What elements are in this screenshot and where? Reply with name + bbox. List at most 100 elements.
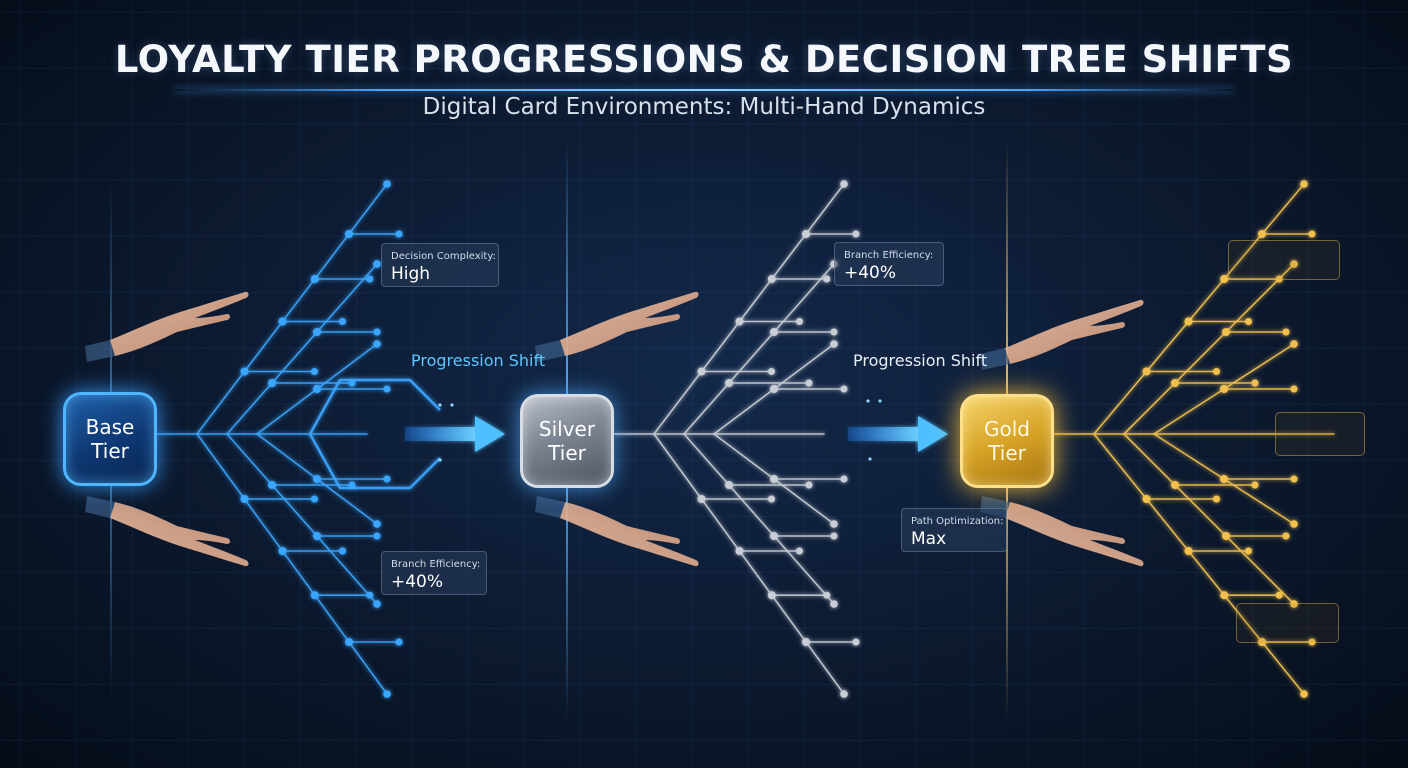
tree-leaf (339, 547, 346, 555)
gold-placeholder-card-2 (1275, 412, 1365, 456)
silver-tier-label-line1: Silver (538, 417, 596, 441)
spark-dot (866, 399, 870, 403)
tree-leaf (1282, 532, 1290, 540)
branch-efficiency-silver-card: Branch Efficiency: +40% (834, 242, 944, 286)
tree-leaf (830, 328, 838, 336)
tree-leaf (852, 230, 860, 238)
tree-node (240, 367, 249, 376)
base-tier-node: Base Tier (63, 392, 157, 486)
tree-leaf (830, 600, 838, 608)
hand-icon-gold-top (980, 299, 1144, 370)
progression-arrow-2 (848, 416, 948, 452)
tree-node (767, 591, 776, 600)
tree-node (345, 230, 353, 238)
tree-leaf (373, 340, 381, 348)
hand-icon-base-bottom (85, 496, 249, 567)
gold-placeholder-card-1 (1228, 240, 1340, 280)
tree-leaf (1290, 340, 1298, 348)
diagram-subtitle: Digital Card Environments: Multi-Hand Dy… (422, 94, 986, 120)
silver-tier-node: Silver Tier (520, 394, 614, 488)
tree-leaf (1245, 547, 1252, 555)
tree-leaf (395, 638, 403, 646)
tree-leaf (366, 275, 374, 283)
tree-node (1171, 379, 1179, 387)
tree-leaf (1290, 260, 1298, 268)
branch-efficiency-base-card: Branch Efficiency: +40% (381, 551, 487, 595)
tree-leaf (311, 495, 318, 503)
tree-leaf (383, 180, 391, 188)
tree-node (278, 317, 287, 326)
gold-decision-tree (1053, 180, 1335, 698)
tree-node (1222, 532, 1230, 540)
tree-node (1171, 481, 1179, 489)
tree-leaf (383, 475, 391, 483)
tree-leaf (1251, 379, 1259, 387)
tree-node (770, 475, 778, 483)
path-optimization-card: Path Optimization: Max (901, 508, 1007, 552)
spark-dot (438, 403, 442, 407)
tree-leaf (373, 328, 381, 336)
tree-leaf (796, 318, 803, 325)
tree-node (767, 275, 776, 283)
hand-icon-base-top (85, 291, 249, 362)
diagram-title: LOYALTY TIER PROGRESSIONS & DECISION TRE… (114, 38, 1294, 81)
tree-leaf (1290, 520, 1298, 528)
tree-leaf (1308, 638, 1316, 646)
tree-leaf (395, 230, 403, 238)
branch-efficiency-silver-value: +40% (844, 263, 897, 283)
tree-node (1220, 475, 1228, 483)
tree-node (735, 547, 744, 555)
tree-leaf (1275, 591, 1283, 599)
tree-leaf (1245, 318, 1252, 325)
tree-leaf (1300, 180, 1308, 188)
tree-node (1142, 367, 1151, 376)
tree-node (1184, 317, 1193, 326)
tree-node (802, 638, 810, 646)
base-tier-label-line1: Base (85, 415, 135, 439)
tree-node (268, 481, 276, 489)
tree-leaf (1282, 328, 1290, 336)
decision-complexity-label: Decision Complexity: (391, 251, 496, 262)
tree-node (268, 379, 276, 387)
tree-node (313, 475, 321, 483)
gold-tier-label-line1: Gold (984, 417, 1030, 441)
tree-leaf (805, 379, 813, 387)
tree-node (1142, 495, 1151, 503)
tree-node (313, 532, 321, 540)
hand-icon-silver-top (535, 291, 699, 362)
progression-arrow-1 (405, 416, 505, 452)
tree-node (735, 317, 744, 326)
base-tier-label-line2: Tier (91, 439, 129, 463)
tree-leaf (339, 318, 346, 325)
tree-leaf (840, 385, 848, 393)
tree-leaf (348, 481, 356, 489)
tree-node (1220, 275, 1229, 283)
hand-icon-silver-bottom (535, 496, 699, 567)
tree-leaf (383, 385, 391, 393)
tree-leaf (1213, 495, 1220, 503)
tree-leaf (373, 260, 381, 268)
tree-node (770, 532, 778, 540)
silver-decision-tree (613, 180, 860, 698)
progression-shift-label-1: Progression Shift (411, 351, 546, 370)
tree-leaf (348, 379, 356, 387)
gold-tier-label-line2: Tier (988, 441, 1026, 465)
tree-leaf (852, 638, 860, 646)
tree-leaf (366, 591, 374, 599)
tree-leaf (311, 368, 318, 375)
tree-node (770, 385, 778, 393)
base-loop-highlight (308, 378, 441, 490)
tree-node (278, 547, 287, 555)
silver-tier-label-line2: Tier (548, 441, 586, 465)
tree-node (1258, 638, 1266, 646)
tree-leaf (840, 690, 848, 698)
path-optimization-label: Path Optimization: (911, 516, 1004, 527)
spark-dot (438, 458, 442, 462)
tree-node (240, 495, 249, 503)
tree-node (802, 230, 810, 238)
tree-leaf (830, 532, 838, 540)
tree-node (697, 367, 706, 376)
spark-dot (878, 399, 882, 403)
tree-leaf (1290, 475, 1298, 483)
